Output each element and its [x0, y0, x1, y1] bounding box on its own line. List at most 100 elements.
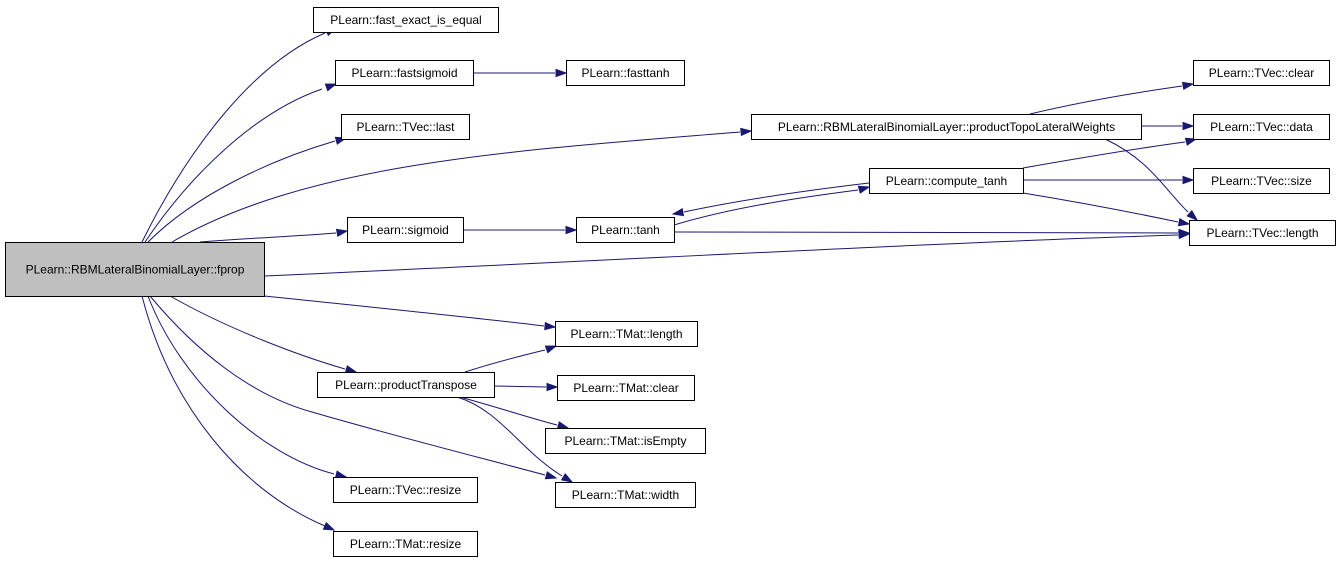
- node-tvec-length[interactable]: PLearn::TVec::length: [1189, 220, 1336, 246]
- arrowhead-icon: [740, 127, 753, 137]
- node-box[interactable]: [869, 168, 1024, 194]
- node-box[interactable]: [1193, 60, 1330, 86]
- node-label: PLearn::fastsigmoid: [351, 66, 457, 80]
- nodes-layer: PLearn::RBMLateralBinomialLayer::fpropPL…: [5, 7, 1336, 557]
- edge-tanh-to-compute_tanh: [673, 185, 871, 226]
- node-label: PLearn::TMat::isEmpty: [564, 434, 686, 448]
- node-box[interactable]: [341, 114, 470, 140]
- node-tvec-last[interactable]: PLearn::TVec::last: [341, 114, 470, 140]
- node-box[interactable]: [347, 217, 464, 243]
- node-box[interactable]: [317, 372, 495, 398]
- node-label: PLearn::TVec::size: [1211, 174, 1312, 188]
- node-tmat-isEmpty[interactable]: PLearn::TMat::isEmpty: [545, 428, 706, 454]
- node-tmat-width[interactable]: PLearn::TMat::width: [555, 482, 696, 508]
- edge-fprop-to-productTopo: [171, 127, 753, 243]
- edge-fprop-to-tmat_length: [263, 295, 557, 331]
- edge-fprop-to-tvec_last: [147, 136, 348, 243]
- arrowhead-icon: [546, 382, 559, 392]
- edge-productTranspose-to-tmat_clear: [493, 382, 559, 392]
- node-box[interactable]: [333, 477, 478, 503]
- node-tvec-resize[interactable]: PLearn::TVec::resize: [333, 477, 478, 503]
- edge-line: [1022, 192, 1179, 223]
- arrowhead-icon: [857, 185, 871, 194]
- edge-line: [263, 234, 1179, 277]
- node-fast-exact[interactable]: PLearn::fast_exact_is_equal: [313, 7, 499, 33]
- edge-productTopo-to-tvec_data: [1141, 121, 1195, 131]
- node-fprop[interactable]: PLearn::RBMLateralBinomialLayer::fprop: [5, 242, 265, 297]
- node-tmat-clear[interactable]: PLearn::TMat::clear: [557, 375, 695, 401]
- node-box[interactable]: [751, 114, 1142, 140]
- edge-line: [171, 131, 741, 243]
- node-box[interactable]: [557, 375, 695, 401]
- edge-fprop-to-productTranspose: [169, 295, 358, 374]
- arrowhead-icon: [322, 521, 336, 531]
- node-label: PLearn::TMat::resize: [350, 537, 462, 551]
- arrowhead-icon: [335, 228, 349, 238]
- node-box[interactable]: [566, 60, 685, 86]
- arrowhead-icon: [555, 68, 568, 78]
- node-label: PLearn::TVec::clear: [1209, 66, 1314, 80]
- node-tvec-data[interactable]: PLearn::TVec::data: [1193, 114, 1330, 140]
- edge-compute_tanh-to-tvec_size: [1023, 175, 1195, 185]
- arrowhead-icon: [544, 345, 558, 354]
- edge-line: [199, 232, 337, 243]
- arrowhead-icon: [1177, 217, 1191, 227]
- arrowhead-icon: [544, 471, 558, 480]
- node-box[interactable]: [555, 482, 696, 508]
- node-tanh[interactable]: PLearn::tanh: [576, 217, 675, 243]
- edge-line: [464, 349, 546, 373]
- node-label: PLearn::sigmoid: [362, 223, 449, 237]
- node-box[interactable]: [545, 428, 706, 454]
- edge-productTranspose-to-tmat_width: [456, 396, 574, 483]
- node-productTopo[interactable]: PLearn::RBMLateralBinomialLayer::product…: [751, 114, 1142, 140]
- node-box[interactable]: [1193, 168, 1330, 194]
- edge-line: [263, 295, 545, 327]
- arrowhead-icon: [544, 321, 557, 331]
- node-box[interactable]: [555, 321, 698, 347]
- edge-line: [673, 231, 1179, 234]
- edge-line: [683, 182, 870, 213]
- arrowhead-icon: [334, 470, 348, 479]
- edge-fprop-to-tmat_width: [149, 295, 558, 480]
- edge-fprop-to-sigmoid: [199, 228, 349, 243]
- node-fastsigmoid[interactable]: PLearn::fastsigmoid: [335, 60, 474, 86]
- node-box[interactable]: [313, 7, 499, 33]
- node-label: PLearn::TVec::length: [1206, 226, 1318, 240]
- node-label: PLearn::RBMLateralBinomialLayer::fprop: [26, 263, 245, 277]
- node-box[interactable]: [576, 217, 675, 243]
- edge-line: [1104, 138, 1189, 213]
- edge-fprop-to-tmat_resize: [141, 295, 336, 531]
- node-compute-tanh[interactable]: PLearn::compute_tanh: [869, 168, 1024, 194]
- node-tvec-size[interactable]: PLearn::TVec::size: [1193, 168, 1330, 194]
- node-box[interactable]: [1193, 114, 1330, 140]
- node-label: PLearn::productTranspose: [335, 378, 477, 392]
- edge-tanh-to-tvec_length: [673, 228, 1191, 238]
- edge-fastsigmoid-to-fasttanh: [473, 68, 568, 78]
- edge-line: [673, 189, 859, 226]
- edge-line: [169, 295, 346, 370]
- node-tvec-clear[interactable]: PLearn::TVec::clear: [1193, 60, 1330, 86]
- node-tmat-resize[interactable]: PLearn::TMat::resize: [333, 531, 478, 557]
- arrowhead-icon: [556, 421, 570, 430]
- node-label: PLearn::TVec::data: [1210, 120, 1313, 134]
- arrowhead-icon: [1178, 228, 1191, 238]
- edge-line: [1022, 141, 1186, 169]
- edge-line: [459, 396, 558, 426]
- node-label: PLearn::TVec::last: [356, 120, 455, 134]
- edge-line: [147, 140, 336, 243]
- node-box[interactable]: [5, 242, 265, 297]
- edge-productTranspose-to-tmat_isEmpty: [459, 396, 570, 430]
- node-fasttanh[interactable]: PLearn::fasttanh: [566, 60, 685, 86]
- edge-line: [149, 295, 546, 476]
- node-productTranspose[interactable]: PLearn::productTranspose: [317, 372, 495, 398]
- edge-compute_tanh-to-tvec_data: [1022, 137, 1198, 169]
- node-box[interactable]: [333, 531, 478, 557]
- node-label: PLearn::TVec::resize: [350, 483, 462, 497]
- arrowhead-icon: [1186, 209, 1199, 222]
- edge-line: [147, 295, 335, 475]
- node-box[interactable]: [1189, 220, 1336, 246]
- node-sigmoid[interactable]: PLearn::sigmoid: [347, 217, 464, 243]
- edge-line: [1029, 85, 1183, 115]
- node-tmat-length[interactable]: PLearn::TMat::length: [555, 321, 698, 347]
- node-box[interactable]: [335, 60, 474, 86]
